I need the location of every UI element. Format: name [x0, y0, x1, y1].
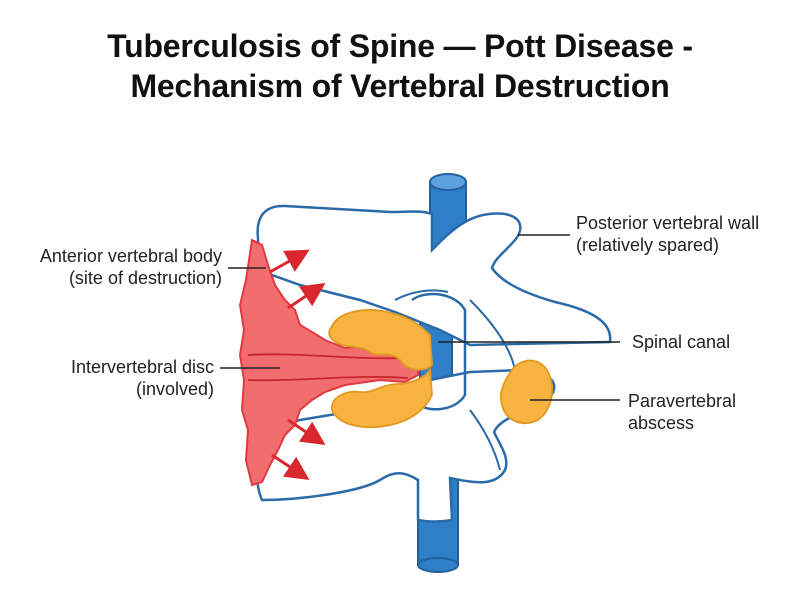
- label-paravertebral-abscess: Paravertebral abscess: [628, 391, 737, 433]
- destruction-arrows: [269, 249, 326, 480]
- anterior-destruction-zone: [238, 238, 419, 487]
- spinal-canal-ring: [411, 292, 467, 411]
- leader-lines: [220, 234, 620, 401]
- label-anterior-vertebral-body: Anterior vertebral body (site of destruc…: [39, 246, 222, 288]
- page-title: Tuberculosis of Spine — Pott Disease - M…: [0, 26, 800, 106]
- label-posterior-vertebral-wall: Posterior vertebral wall (relatively spa…: [576, 213, 760, 255]
- destruction-arrow-3: [287, 418, 326, 445]
- label-intervertebral-disc: Intervertebral disc (involved): [70, 357, 214, 399]
- abscess-lower-blob: [331, 367, 433, 429]
- posterior-element-contour: [394, 289, 516, 471]
- destruction-arrow-1: [269, 249, 310, 274]
- abscess-upper-blob: [328, 309, 433, 371]
- title-line-1: Tuberculosis of Spine — Pott Disease -: [107, 28, 693, 64]
- destruction-arrow-4: [271, 453, 310, 480]
- title-line-2: Mechanism of Vertebral Destruction: [130, 68, 670, 104]
- destruction-arrow-2: [287, 283, 326, 310]
- label-spinal-canal: Spinal canal: [632, 332, 731, 352]
- upper-vertebral-body: [256, 204, 612, 347]
- paravertebral-abscess: [499, 359, 553, 425]
- disc-wave-lines: [247, 353, 409, 382]
